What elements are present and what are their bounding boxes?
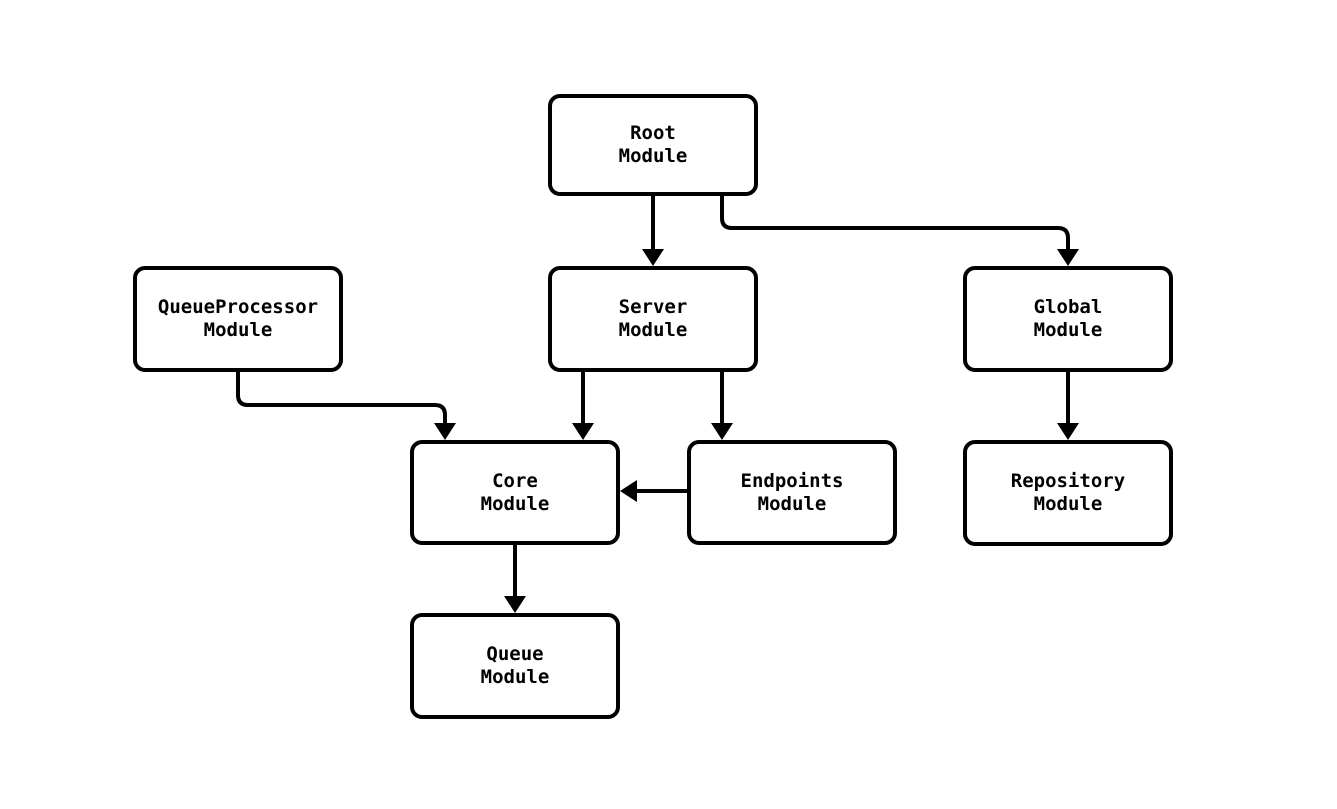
node-queue[interactable]: Queue Module — [410, 613, 620, 719]
arrowhead-server-endpoints — [711, 423, 733, 440]
node-root-label: Root Module — [618, 122, 688, 167]
arrowhead-queueprocessor-core — [434, 423, 456, 440]
arrowhead-server-core — [572, 423, 594, 440]
edge-root-global — [720, 196, 1070, 254]
edge-queueprocessor-core — [236, 372, 447, 428]
node-repository-label: Repository Module — [1010, 470, 1126, 515]
node-global[interactable]: Global Module — [963, 266, 1173, 372]
arrowhead-root-server — [642, 249, 664, 266]
node-endpoints[interactable]: Endpoints Module — [687, 440, 897, 545]
node-server-label: Server Module — [618, 296, 688, 341]
arrowhead-endpoints-core — [620, 480, 637, 502]
arrowhead-root-global — [1057, 249, 1079, 266]
node-repository[interactable]: Repository Module — [963, 440, 1173, 546]
node-queueprocessor[interactable]: QueueProcessor Module — [133, 266, 343, 372]
node-queue-label: Queue Module — [480, 643, 550, 688]
node-server[interactable]: Server Module — [548, 266, 758, 372]
arrowhead-global-repository — [1057, 423, 1079, 440]
node-endpoints-label: Endpoints Module — [740, 469, 844, 515]
node-core-label: Core Module — [480, 469, 550, 515]
edges-group — [236, 196, 1070, 601]
arrowhead-core-queue — [504, 596, 526, 613]
node-core[interactable]: Core Module — [410, 440, 620, 545]
node-queueprocessor-label: QueueProcessor Module — [157, 296, 319, 341]
node-root[interactable]: Root Module — [548, 94, 758, 196]
node-global-label: Global Module — [1033, 296, 1103, 341]
